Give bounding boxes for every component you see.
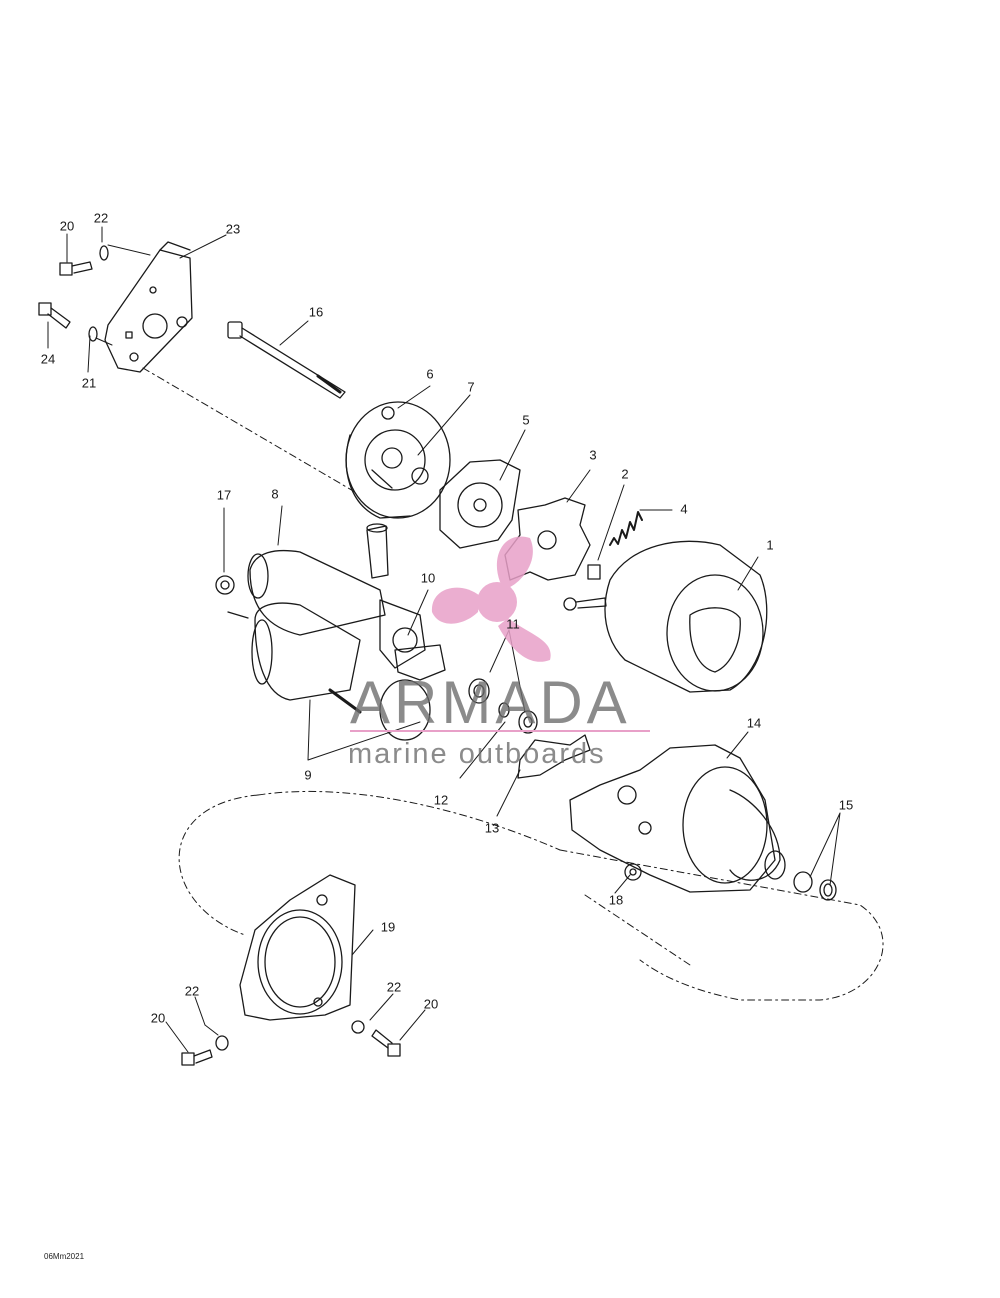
callout-p20a: 20	[59, 218, 75, 234]
watermark-propeller-logo	[431, 536, 551, 662]
callout-p3: 3	[589, 447, 597, 463]
callout-p7: 7	[467, 379, 475, 395]
clip-12	[498, 702, 510, 718]
bushings-15	[793, 871, 837, 901]
callout-p23: 23	[225, 221, 241, 237]
callout-p19: 19	[380, 919, 396, 935]
callout-p6: 6	[426, 366, 434, 382]
spring-4	[609, 511, 643, 546]
solenoid-9	[227, 602, 431, 741]
callout-p22a: 22	[93, 210, 109, 226]
mounting-bracket-19	[239, 874, 356, 1021]
screw-small	[563, 597, 607, 611]
motor-housing-1	[604, 540, 768, 693]
through-bolt-16	[227, 321, 346, 399]
washer-22-top	[99, 245, 109, 261]
callout-p17: 17	[216, 487, 232, 503]
nut-18	[624, 863, 642, 881]
callout-p24: 24	[40, 351, 56, 367]
brush-plate-5	[439, 459, 521, 549]
drive-housing-14	[569, 744, 786, 893]
bolt-24	[38, 302, 71, 329]
callout-p9: 9	[304, 767, 312, 783]
callout-p12: 12	[433, 792, 449, 808]
callout-p1: 1	[766, 537, 774, 553]
callout-p18: 18	[608, 892, 624, 908]
assembly-dash-lines	[142, 367, 884, 1001]
rings-11	[468, 678, 538, 734]
washer-22-lower-left	[215, 1035, 229, 1051]
connector-10	[394, 644, 446, 681]
callout-p13: 13	[484, 820, 500, 836]
washer-21	[88, 326, 98, 342]
callout-p22b: 22	[184, 983, 200, 999]
callout-p4: 4	[680, 501, 688, 517]
callout-p20c: 20	[423, 996, 439, 1012]
callout-p2: 2	[621, 466, 629, 482]
callout-p8: 8	[271, 486, 279, 502]
callout-p5: 5	[522, 412, 530, 428]
end-cap-6	[345, 401, 451, 519]
leader-lines	[47, 226, 841, 1053]
drawing-code: 06Mm2021	[44, 1252, 85, 1261]
brush-2	[587, 564, 601, 580]
callout-p22c: 22	[386, 979, 402, 995]
mounting-bracket-23	[104, 241, 193, 373]
watermark-title: ARMADA	[350, 669, 631, 736]
nut-17	[215, 575, 235, 595]
callout-p14: 14	[746, 715, 762, 731]
callout-p15: 15	[838, 797, 854, 813]
callout-p20b: 20	[150, 1010, 166, 1026]
watermark-divider	[350, 730, 650, 732]
callout-p21: 21	[81, 375, 97, 391]
washer-22-lower-right	[351, 1020, 365, 1034]
callout-p10: 10	[420, 570, 436, 586]
lever-13	[517, 734, 591, 779]
nut-17-hole	[220, 580, 230, 590]
motor-assembly-8	[247, 549, 426, 669]
callout-p16: 16	[308, 304, 324, 320]
bolt-20-top	[59, 261, 93, 276]
bushing-sleeve	[366, 523, 389, 579]
watermark-subtitle: marine outboards	[348, 738, 606, 770]
bolt-20-lower-right	[371, 1029, 401, 1057]
callout-p11: 11	[506, 616, 520, 632]
bolt-20-lower-left	[181, 1049, 213, 1066]
